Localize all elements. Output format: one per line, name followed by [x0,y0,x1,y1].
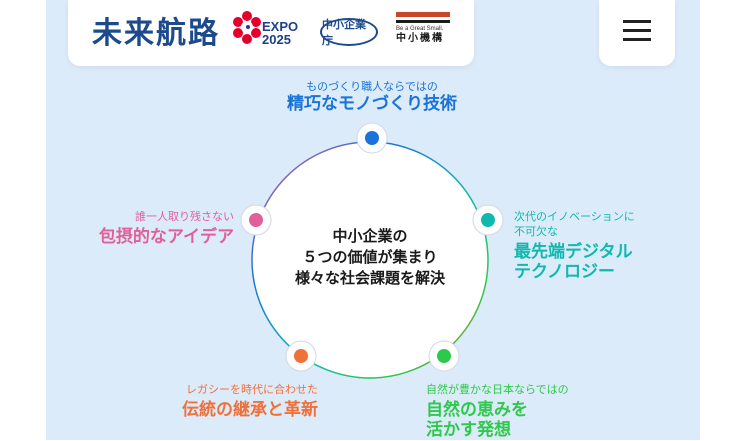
value-bottom-right-title-1[interactable]: 自然の恵みを [426,400,528,420]
value-right-title-2[interactable]: テクノロジー [514,262,615,282]
value-bottom-left-subtitle: レガシーを時代に合わせた [186,383,318,396]
expo-name: EXPO [262,19,299,34]
value-top-title[interactable]: 精巧なモノづくり技術 [287,94,457,114]
value-bottom-right-title-2[interactable]: 活かす発想 [426,420,511,440]
value-left-title[interactable]: 包摂的なアイデア [98,227,234,247]
value-bottom-left-title[interactable]: 伝統の継承と革新 [182,400,318,420]
node-top-icon[interactable] [356,122,388,154]
node-bottom-left-icon[interactable] [285,340,317,372]
expo-year: 2025 [262,32,291,47]
center-message: 中小企業の ５つの価値が集まり 様々な社会課題を解決 [250,226,490,289]
smrj-name: 中小機構 [396,33,444,44]
value-right-title-1[interactable]: 最先端デジタル [514,242,633,262]
hamburger-icon [623,20,651,23]
smrj-tagline: Be a Great Small. [396,26,444,32]
brand-logo[interactable]: 未来航路 [92,16,220,51]
node-bottom-right-icon[interactable] [428,340,460,372]
smrj-logo-bar-dark [396,20,450,23]
node-right-icon[interactable] [472,204,504,236]
node-left-icon[interactable] [240,204,272,236]
smrj-logo[interactable]: Be a Great Small. 中小機構 [396,12,452,52]
center-line-3: 様々な社会課題を解決 [294,269,445,287]
header-logos: 未来航路 EXPO 2025 中小企業庁 Be a Great Small. 中… [68,0,474,66]
center-line-2: ５つの価値が集まり [302,248,438,266]
menu-button[interactable] [599,0,675,66]
expo-mark-icon [233,11,261,44]
hamburger-icon-line-3 [623,38,651,41]
value-left-subtitle: 誰一人取り残さない [135,210,234,223]
value-right-subtitle-1: 次代のイノベーションに [514,210,635,223]
value-top-subtitle: ものづくり職人ならではの [306,80,438,93]
expo-logo: EXPO 2025 [232,8,308,54]
center-line-1: 中小企業の [332,227,408,245]
smrj-logo-bar [396,12,450,17]
value-right-subtitle-2: 不可欠な [514,225,558,238]
value-bottom-right-subtitle: 自然が豊かな日本ならではの [426,383,569,396]
sme-agency-logo[interactable]: 中小企業庁 [320,18,378,47]
expo-text: EXPO 2025 [262,20,298,46]
hamburger-icon-line-2 [623,29,651,32]
